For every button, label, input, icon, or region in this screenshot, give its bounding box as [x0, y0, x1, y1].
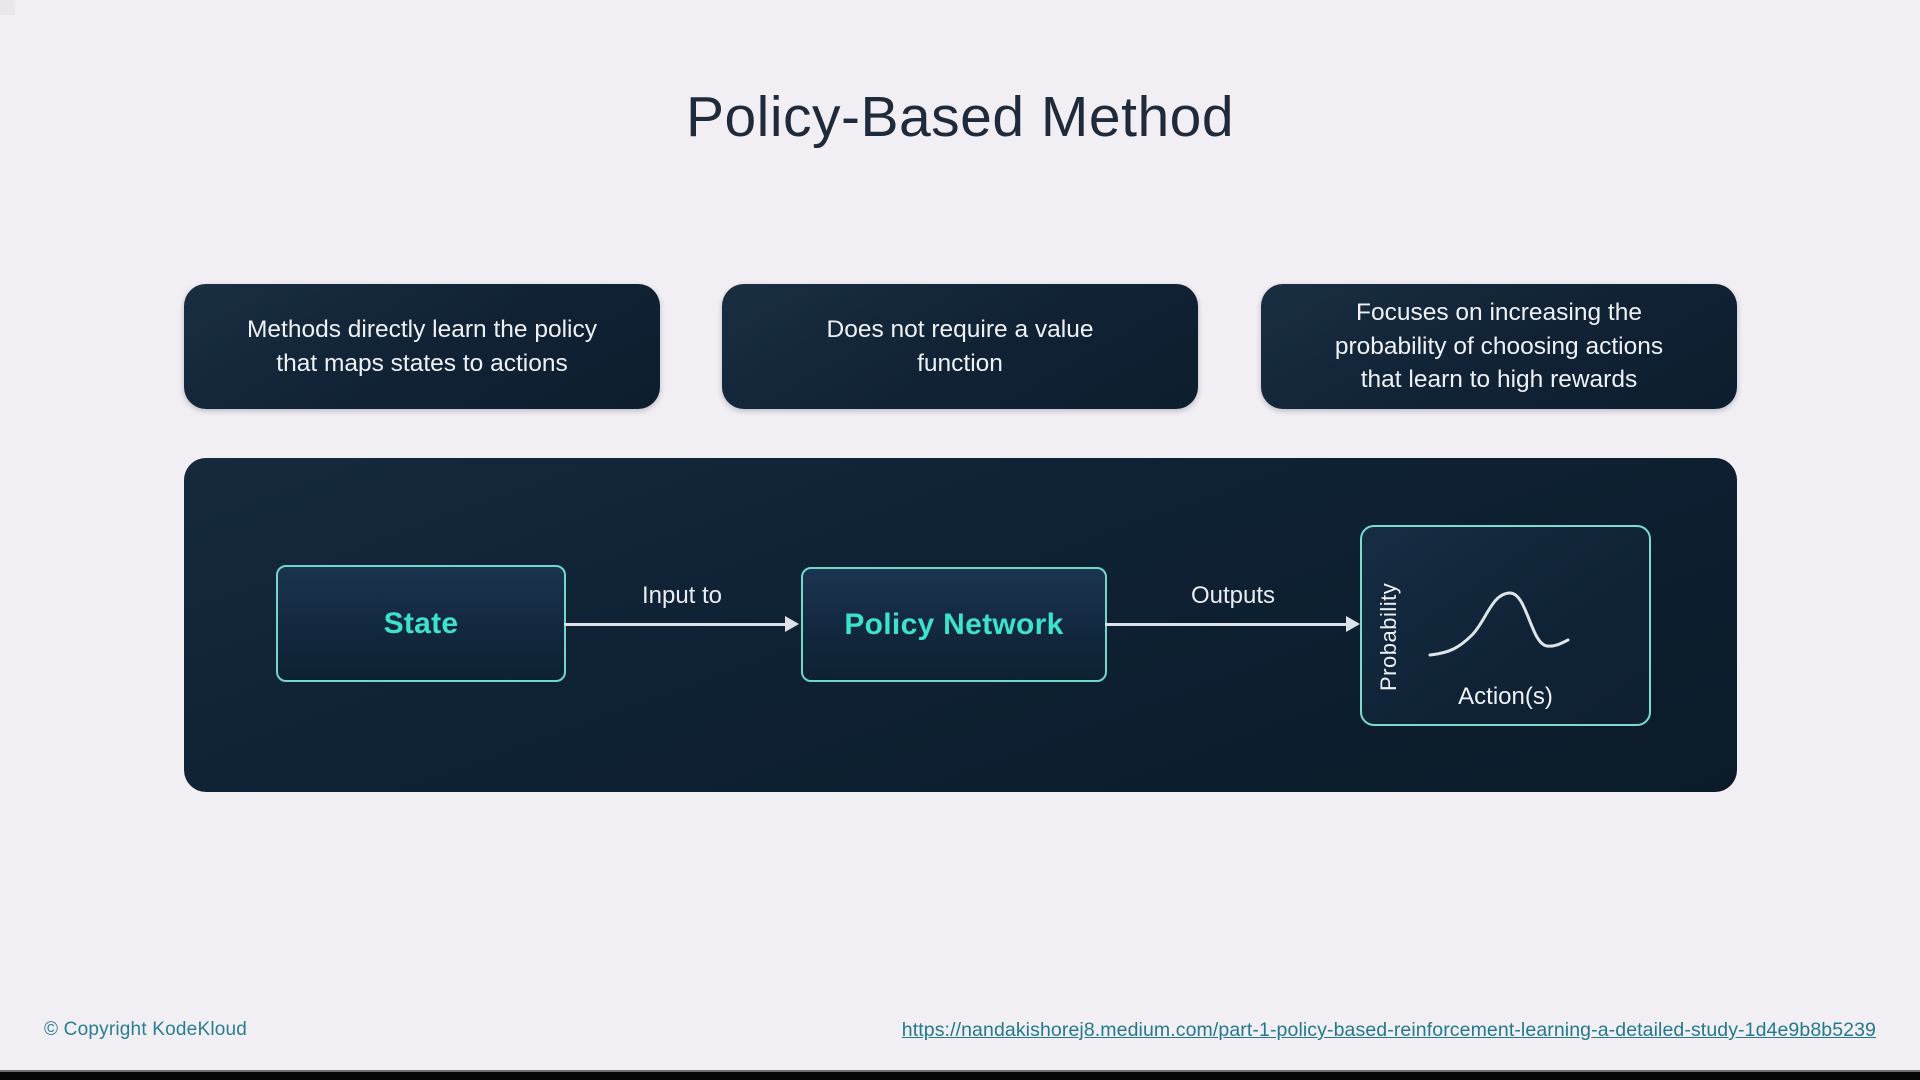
divider-line	[0, 1070, 1920, 1072]
probability-axis-label: Probability	[1376, 582, 1401, 691]
actions-axis-label: Action(s)	[1458, 683, 1553, 710]
policy-network-node: Policy Network	[801, 567, 1107, 682]
info-card-text: Focuses on increasing the probability of…	[1334, 298, 1664, 394]
info-card-text: Methods directly learn the policy that m…	[247, 315, 597, 377]
source-link[interactable]: https://nandakishorej8.medium.com/part-1…	[901, 1019, 1876, 1041]
copyright-text: © Copyright KodeKloud	[44, 1019, 248, 1040]
flow-arrow-policy-to-output	[1105, 616, 1360, 632]
corner-artifact	[0, 0, 15, 15]
action-distribution-node: Probability Action(s)	[1360, 525, 1651, 726]
diagram-panel: State Input to Policy Network Outputs Pr…	[184, 458, 1737, 792]
info-card-learn-policy: Methods directly learn the policy that m…	[184, 284, 660, 409]
bottom-letterbox-bar	[0, 1072, 1920, 1080]
state-node: State	[276, 565, 566, 682]
info-card-increase-probability: Focuses on increasing the probability of…	[1261, 284, 1737, 409]
arrow-label-outputs: Outputs	[1190, 582, 1276, 609]
bell-curve-icon	[1428, 591, 1570, 657]
policy-network-node-label: Policy Network	[844, 607, 1064, 641]
info-card-no-value-function: Does not require a value function	[722, 284, 1198, 409]
state-node-label: State	[383, 606, 459, 640]
info-card-text: Does not require a value function	[826, 315, 1094, 377]
slide-title: Policy-Based Method	[685, 85, 1235, 149]
flow-arrow-state-to-policy	[564, 616, 799, 632]
arrow-label-input-to: Input to	[641, 582, 723, 609]
